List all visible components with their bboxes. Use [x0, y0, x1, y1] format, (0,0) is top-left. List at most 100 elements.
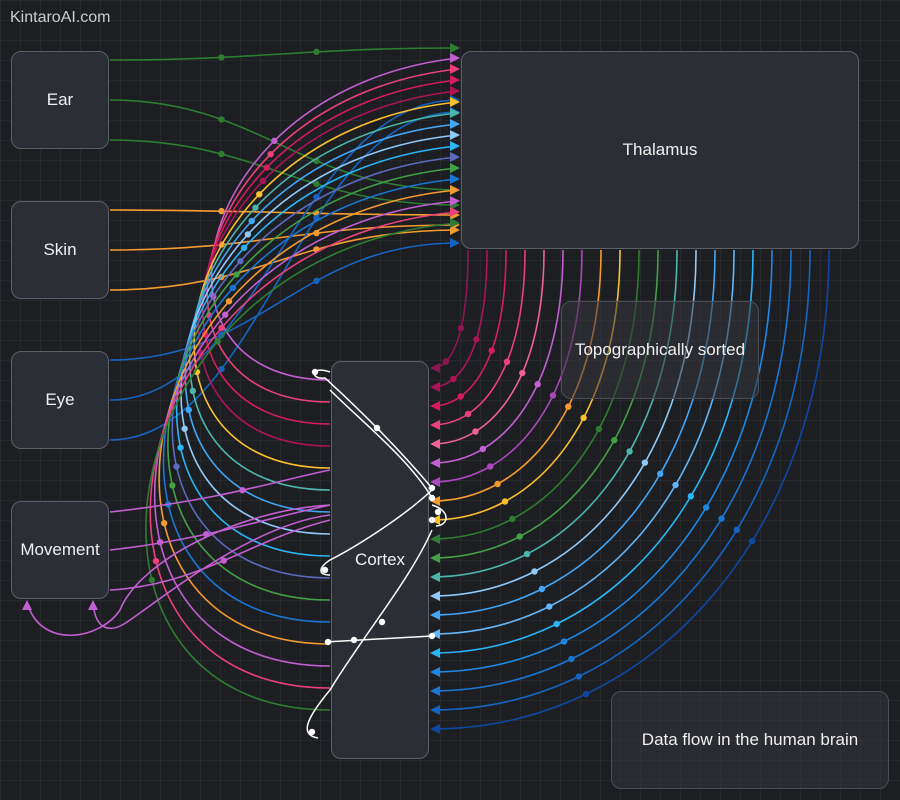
arrow-head — [450, 196, 460, 206]
wire-dot — [549, 392, 557, 399]
thalamocortical-wire — [431, 249, 792, 692]
wire-dot — [733, 526, 741, 534]
arrow-head — [450, 64, 460, 74]
skin-node[interactable]: Skin — [11, 201, 109, 299]
wire-dot — [611, 437, 618, 444]
arrow-head — [430, 667, 440, 677]
arrow-head — [430, 439, 440, 449]
wire-dot — [218, 332, 225, 339]
arrow-head — [430, 572, 440, 582]
thalamocortical-wire — [431, 249, 507, 407]
wire-dot — [218, 150, 225, 158]
wire-dot — [582, 690, 590, 698]
arrow-head — [450, 130, 460, 140]
topographic-note-label: Topographically sorted — [574, 340, 746, 359]
movement-wire — [109, 469, 331, 513]
sensory-wire — [109, 99, 459, 401]
arrow-head — [450, 185, 460, 195]
wire-dot — [501, 498, 509, 505]
feedback-wire — [149, 211, 459, 689]
thalamocortical-wire — [431, 249, 526, 426]
wire-dot — [229, 284, 236, 292]
wire-dot — [252, 204, 259, 211]
wire-dot — [218, 207, 225, 215]
cortex-label: Cortex — [354, 550, 406, 569]
wire-dot — [271, 137, 278, 144]
arrow-head — [450, 86, 460, 96]
arrow-head — [430, 458, 440, 468]
wire-dot — [152, 557, 160, 565]
thalamocortical-wire — [431, 249, 830, 730]
wire-dot — [181, 425, 188, 432]
sensory-wire — [109, 229, 459, 291]
wire-dot — [263, 164, 271, 171]
movement-node[interactable]: Movement — [11, 501, 109, 599]
arrow-head — [430, 401, 440, 411]
arrow-head — [430, 705, 440, 715]
wire-dot — [503, 358, 511, 366]
feedback-wire — [145, 222, 459, 711]
wire-dot — [148, 576, 156, 584]
eye-node[interactable]: Eye — [11, 351, 109, 449]
arrow-head — [430, 477, 440, 487]
wire-dot — [494, 480, 501, 488]
wire-dot — [218, 54, 225, 61]
wire-dot — [560, 638, 568, 645]
thalamus-node[interactable]: Thalamus — [461, 51, 859, 249]
wire-dot — [240, 244, 248, 251]
arrow-head — [450, 119, 460, 129]
arrow-head — [430, 420, 440, 430]
wire-dot — [313, 277, 320, 285]
thalamocortical-wire — [431, 249, 564, 464]
wire-dot — [534, 381, 541, 388]
thalamocortical-wire — [431, 249, 811, 711]
wire-dot — [595, 425, 603, 433]
thalamocortical-wire — [431, 249, 469, 369]
cortex-node[interactable]: Cortex — [331, 361, 429, 759]
sensory-wire — [109, 224, 459, 251]
wire-dot — [267, 150, 274, 158]
wire-dot — [519, 369, 526, 377]
arrow-head — [450, 53, 460, 63]
wire-dot — [313, 180, 320, 188]
wire-dot — [244, 231, 252, 238]
arrow-head — [450, 75, 460, 85]
wire-dot — [189, 387, 197, 395]
wire-dot — [718, 515, 725, 522]
thalamus-label: Thalamus — [622, 140, 698, 159]
skin-label: Skin — [43, 240, 77, 259]
arrow-head — [430, 648, 440, 658]
wire-dot — [218, 365, 225, 373]
wire-dot — [657, 470, 664, 478]
wire-dot — [233, 271, 240, 278]
wire-dot — [248, 217, 255, 225]
wire-dot — [565, 403, 572, 410]
wire-dot — [472, 428, 479, 435]
wire-dot — [626, 448, 633, 455]
arrow-head — [450, 108, 460, 118]
arrow-head — [450, 207, 460, 217]
arrow-head — [88, 600, 98, 610]
arrow-head — [430, 534, 440, 544]
wire-dot — [222, 311, 229, 318]
arrow-head — [450, 163, 460, 173]
wire-dot — [220, 557, 227, 564]
wire-dot — [237, 257, 244, 265]
arrow-head — [450, 238, 460, 248]
wire-dot — [457, 393, 464, 400]
wire-dot — [538, 585, 546, 593]
eye-label: Eye — [45, 390, 75, 409]
arrow-head — [450, 218, 460, 228]
movement-loop — [26, 504, 331, 636]
wire-dot — [464, 410, 472, 418]
wire-dot — [218, 324, 225, 332]
wire-dot — [479, 445, 487, 453]
arrow-head — [430, 382, 440, 392]
wire-dot — [214, 338, 221, 345]
wire-dot — [523, 550, 531, 558]
wire-dot — [575, 673, 582, 680]
wire-dot — [487, 463, 494, 470]
thalamocortical-wire — [431, 249, 545, 445]
wire-dot — [531, 568, 538, 575]
ear-node[interactable]: Ear — [11, 51, 109, 149]
